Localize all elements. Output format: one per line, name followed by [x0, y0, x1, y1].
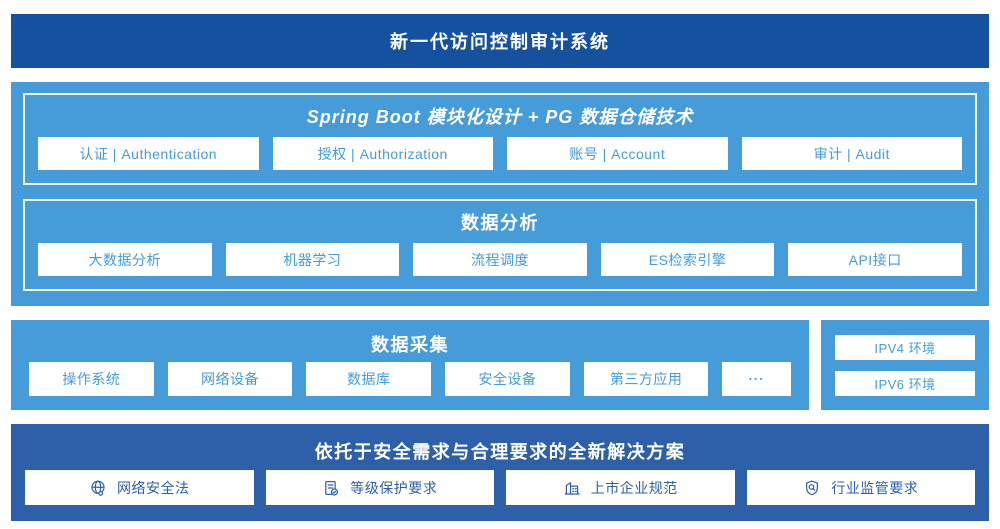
analysis-box-es: ES检索引擎	[600, 243, 775, 276]
analysis-box-api: API接口	[788, 243, 962, 276]
solution-box-cybersecurity-law: 网络安全法	[25, 470, 254, 505]
analysis-layer-items: 大数据分析 机器学习 流程调度 ES检索引擎 API接口	[38, 243, 962, 276]
system-title: 新一代访问控制审计系统	[390, 32, 610, 52]
solution-box-label: 上市企业规范	[590, 479, 678, 496]
analysis-box-ml: 机器学习	[225, 243, 400, 276]
collection-box-security-device: 安全设备	[445, 362, 570, 396]
env-box-ipv6: IPV6 环境	[835, 371, 975, 396]
collection-box-more: ⋯	[722, 362, 792, 396]
system-title-banner: 新一代访问控制审计系统	[11, 14, 989, 68]
shield-search-icon	[803, 479, 821, 497]
collection-title: 数据采集	[371, 335, 449, 355]
solution-title: 依托于安全需求与合理要求的全新解决方案	[314, 442, 686, 462]
collection-box-thirdparty-app: 第三方应用	[583, 362, 709, 396]
module-box-audit: 审计 | Audit	[741, 137, 962, 170]
analysis-box-workflow: 流程调度	[413, 243, 587, 276]
solution-box-label: 等级保护要求	[350, 479, 438, 496]
env-panel: IPV4 环境 IPV6 环境	[821, 320, 989, 410]
env-box-ipv4: IPV4 环境	[835, 335, 975, 360]
module-box-authorization: 授权 | Authorization	[272, 137, 493, 170]
analysis-layer-title: 数据分析	[461, 213, 539, 233]
collection-section: 数据采集 操作系统 网络设备 数据库 安全设备 第三方应用 ⋯	[11, 320, 809, 410]
solution-box-listed-company: 上市企业规范	[506, 470, 735, 505]
platform-section: Spring Boot 模块化设计 + PG 数据仓储技术 认证 | Authe…	[11, 82, 989, 306]
solution-box-label: 行业监管要求	[831, 479, 919, 496]
solution-box-classified-protection: 等级保护要求	[265, 470, 494, 505]
solution-section: 依托于安全需求与合理要求的全新解决方案 网络安全法	[11, 424, 989, 521]
building-icon	[563, 479, 581, 497]
module-box-account: 账号 | Account	[507, 137, 728, 170]
collection-items: 操作系统 网络设备 数据库 安全设备 第三方应用 ⋯	[29, 362, 792, 396]
collection-box-os: 操作系统	[29, 362, 154, 396]
solution-box-label: 网络安全法	[117, 479, 190, 496]
collection-row: 数据采集 操作系统 网络设备 数据库 安全设备 第三方应用 ⋯ IPV4 环境 …	[11, 320, 989, 410]
globe-icon	[89, 479, 107, 497]
collection-box-database: 数据库	[306, 362, 432, 396]
module-layer-items: 认证 | Authentication 授权 | Authorization 账…	[38, 137, 962, 170]
analysis-box-bigdata: 大数据分析	[38, 243, 212, 276]
module-layer-title: Spring Boot 模块化设计 + PG 数据仓储技术	[306, 107, 694, 127]
analysis-layer: 数据分析 大数据分析 机器学习 流程调度 ES检索引擎 API接口	[23, 199, 977, 291]
module-box-authentication: 认证 | Authentication	[38, 137, 259, 170]
collection-box-network-device: 网络设备	[167, 362, 293, 396]
solution-items: 网络安全法 等级保护要求	[25, 470, 975, 505]
solution-box-industry-regulation: 行业监管要求	[746, 470, 975, 505]
module-layer: Spring Boot 模块化设计 + PG 数据仓储技术 认证 | Authe…	[23, 93, 977, 185]
document-check-icon	[322, 479, 340, 497]
